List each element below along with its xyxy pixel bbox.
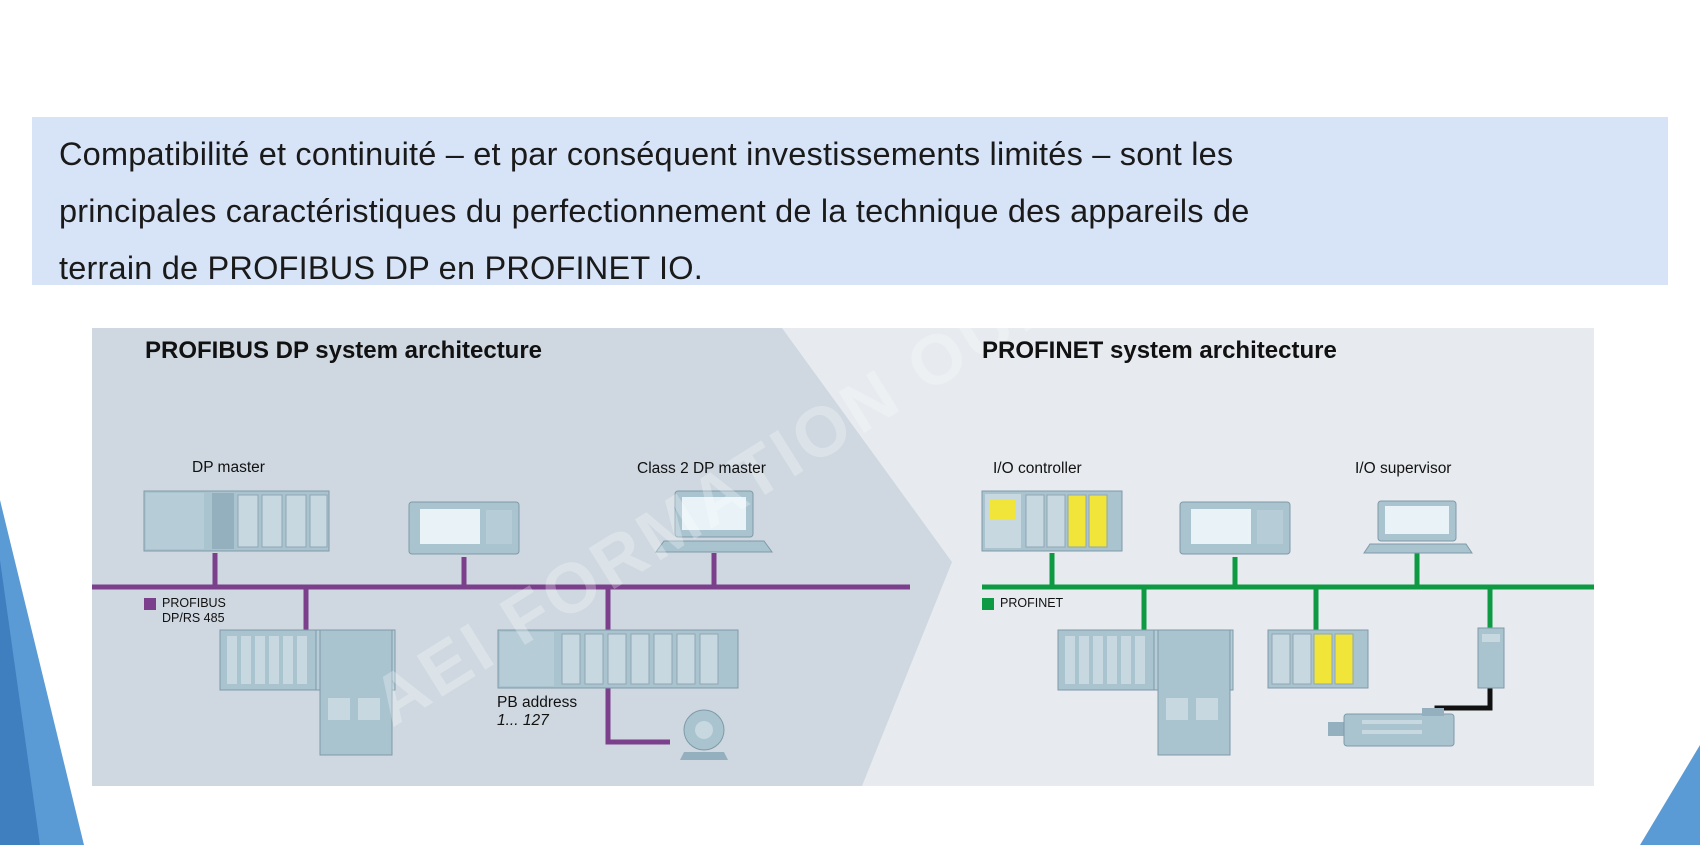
right-corner-decoration	[1630, 745, 1700, 845]
profinet-bus-label: PROFINET	[1000, 596, 1064, 610]
hmi-panel-device	[408, 501, 520, 555]
drive-cable	[1434, 688, 1493, 716]
pb-address-rack	[497, 629, 739, 689]
profibus-title: PROFIBUS DP system architecture	[145, 337, 543, 364]
profibus-legend-swatch	[144, 598, 156, 610]
profinet-bus	[982, 553, 1594, 630]
profibus-bus-label-line1: PROFIBUS	[162, 596, 226, 610]
diagram-canvas: AEI FORMATION OUEST	[92, 328, 1594, 786]
class2-master-pc	[655, 490, 773, 553]
servo-motor	[1328, 708, 1455, 747]
io-supervisor-label: I/O supervisor	[1355, 460, 1452, 477]
dp-master-label: DP master	[192, 459, 265, 476]
intro-text: Compatibilité et continuité – et par con…	[59, 136, 1250, 286]
profibus-remote-io	[219, 629, 396, 756]
profinet-io-module	[1267, 629, 1369, 689]
io-controller-device	[981, 490, 1123, 552]
pb-address-range: 1... 127	[497, 712, 549, 729]
profibus-bus-label-line2: DP/RS 485	[162, 611, 225, 625]
left-corner-decoration	[0, 500, 90, 845]
class2-master-label: Class 2 DP master	[637, 460, 766, 477]
profibus-bus	[92, 553, 910, 745]
architecture-diagram: AEI FORMATION OUEST PROFIBUS DP system a…	[92, 328, 1594, 786]
dp-master-device	[143, 490, 330, 552]
profinet-legend-swatch	[982, 598, 994, 610]
profinet-title: PROFINET system architecture	[982, 337, 1337, 364]
io-controller-label: I/O controller	[993, 460, 1082, 477]
drive-unit	[1477, 627, 1505, 689]
intro-banner: Compatibilité et continuité – et par con…	[32, 117, 1668, 286]
profinet-hmi-panel	[1179, 501, 1291, 555]
io-supervisor-pc	[1363, 500, 1473, 554]
motor-device	[680, 709, 728, 760]
profinet-remote-io	[1057, 629, 1234, 756]
pb-address-label: PB address	[497, 694, 578, 711]
